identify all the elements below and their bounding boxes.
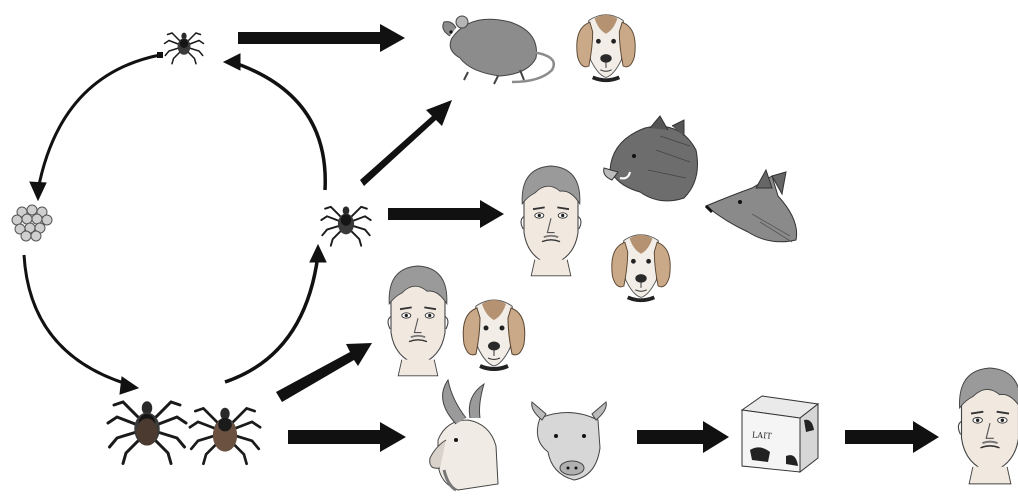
dog-icon [612,235,670,301]
larva-to-hosts-arrow [238,24,405,52]
milk-carton-icon: LAIT [742,396,818,472]
fox-icon [706,170,797,242]
cow-icon [532,402,607,480]
livestock-to-milk-arrow [637,421,729,453]
dog-icon [577,15,635,81]
nymph-to-rodent-arrow [360,100,452,186]
milk-to-human-arrow [845,421,939,453]
nymph-tick-icon [321,206,370,245]
dog-icon [463,300,525,369]
wild-boar-icon [604,116,698,201]
human-face-icon [388,266,448,376]
milk-carton-label: LAIT [752,430,773,440]
human-face-icon [958,368,1018,484]
adult-to-hosts-arrow [276,343,372,402]
tick-eggs-icon [12,205,52,241]
life-cycle-arrows [24,52,326,394]
rodent-icon [443,16,554,84]
nymph-to-hosts-arrow [388,200,504,228]
goat-icon [430,380,498,490]
adult-female-tick-icon [190,408,260,464]
adult-to-livestock-arrow [288,422,406,452]
larva-tick-icon [165,33,204,64]
human-face-icon [521,166,581,276]
adult-male-tick-icon [108,401,186,463]
